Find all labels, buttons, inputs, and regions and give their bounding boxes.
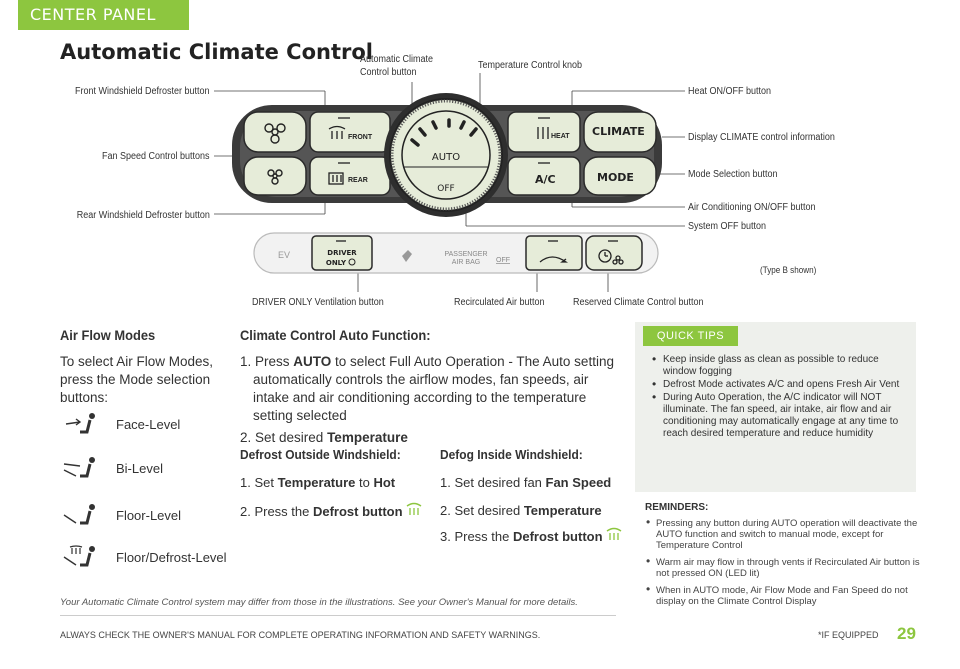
defog-step3: 3. Press the Defrost button — [440, 527, 630, 545]
auto-step1: 1. Press AUTO to select Full Auto Operat… — [240, 354, 614, 423]
air-flow-intro: To select Air Flow Modes, press the Mode… — [60, 354, 214, 405]
callout-display-climate: Display CLIMATE control information — [688, 132, 835, 143]
callout-front-defroster: Front Windshield Defroster button — [75, 86, 210, 97]
defrost-outside-step2: 2. Press the Defrost button — [240, 502, 430, 520]
reminder-item: Warm air may flow in through vents if Re… — [645, 556, 920, 579]
auto-function-heading: Climate Control Auto Function: — [240, 327, 431, 343]
front-label: FRONT — [348, 134, 373, 141]
callout-recirc: Recirculated Air button — [454, 297, 545, 308]
section-tab: CENTER PANEL — [18, 0, 189, 30]
floor-defrost-icon — [63, 545, 95, 567]
callout-driver-only: DRIVER ONLY Ventilation button — [252, 297, 384, 308]
callout-fan-speed: Fan Speed Control buttons — [102, 151, 210, 162]
callout-temp-knob: Temperature Control knob — [478, 60, 583, 71]
mode-label-floor-defrost: Floor/Defrost-Level — [116, 549, 227, 565]
floor-level-icon — [63, 504, 95, 525]
mode-label-bi: Bi-Level — [116, 460, 163, 476]
reminders-list: Pressing any button during AUTO operatio… — [645, 517, 920, 613]
callout-mode-select: Mode Selection button — [688, 169, 778, 180]
defog-inside-heading: Defog Inside Windshield: — [440, 447, 583, 462]
disclaimer: Your Automatic Climate Control system ma… — [60, 597, 578, 608]
climate-panel-diagram: FRONT REAR HEAT CLIMATE A/C MODE AUTO OF… — [214, 73, 685, 292]
callout-auto-button-line1: Automatic Climate — [360, 54, 434, 65]
reminder-item: When in AUTO mode, Air Flow Mode and Fan… — [645, 584, 920, 607]
mode-bi-level: Bi-Level — [60, 456, 163, 480]
driver-label: DRIVER — [327, 249, 357, 257]
defrost-icon-2 — [606, 527, 622, 540]
passenger-label: PASSENGER — [444, 251, 487, 258]
only-label: ONLY — [326, 259, 347, 267]
defog-step2: 2. Set desired Temperature — [440, 503, 602, 518]
page-number: 29 — [897, 624, 916, 643]
callout-ac: Air Conditioning ON/OFF button — [688, 202, 816, 213]
defrost-outside-step1: 1. Set Temperature to Hot — [240, 475, 396, 490]
ev-label: EV — [278, 250, 290, 260]
mode-floor-level: Floor-Level — [60, 503, 181, 527]
defrost-outside-heading: Defrost Outside Windshield: — [240, 447, 401, 462]
off-label: OFF — [437, 184, 454, 194]
heat-label: HEAT — [551, 133, 570, 140]
climate-label: CLIMATE — [592, 125, 645, 138]
callout-type-b: (Type B shown) — [760, 265, 817, 275]
footer-warning: ALWAYS CHECK THE OWNER'S MANUAL FOR COMP… — [60, 630, 541, 640]
defrost-icon — [406, 502, 422, 515]
tip-item: During Auto Operation, the A/C indicator… — [651, 391, 909, 440]
page-title: Automatic Climate Control — [60, 40, 373, 64]
auto-step2: 2. Set desired Temperature — [240, 430, 408, 445]
face-level-icon — [65, 413, 95, 434]
mode-label-floor: Floor-Level — [116, 507, 182, 523]
defog-step1: 1. Set desired fan Fan Speed — [440, 475, 612, 490]
mode-face-level: Face-Level — [60, 412, 180, 436]
callout-rear-defroster: Rear Windshield Defroster button — [76, 210, 210, 221]
airbag-off-label: OFF — [496, 257, 510, 264]
mode-label: MODE — [597, 171, 634, 184]
auto-label: AUTO — [432, 152, 460, 163]
air-flow-heading: Air Flow Modes — [60, 327, 156, 343]
mode-label-face: Face-Level — [116, 416, 181, 432]
quick-tips-badge: QUICK TIPS — [643, 326, 738, 346]
callout-system-off: System OFF button — [688, 221, 767, 232]
tip-item: Keep inside glass as clean as possible t… — [651, 353, 909, 378]
bi-level-icon — [63, 457, 95, 478]
rear-label: REAR — [348, 177, 368, 184]
reminders-heading: REMINDERS: — [645, 502, 709, 513]
callout-heat: Heat ON/OFF button — [688, 86, 772, 97]
mode-floor-defrost: Floor/Defrost-Level — [60, 545, 227, 569]
if-equipped-note: *IF EQUIPPED — [818, 630, 879, 640]
quick-tips-box: Keep inside glass as clean as possible t… — [635, 322, 916, 492]
callout-reserved: Reserved Climate Control button — [573, 297, 704, 308]
reminder-item: Pressing any button during AUTO operatio… — [645, 517, 920, 551]
footer-divider — [60, 615, 616, 616]
tip-item: Defrost Mode activates A/C and opens Fre… — [651, 378, 909, 391]
ac-label: A/C — [535, 173, 556, 186]
airbag-label: AIR BAG — [452, 259, 480, 266]
callout-auto-button-line2: Control button — [360, 67, 417, 78]
